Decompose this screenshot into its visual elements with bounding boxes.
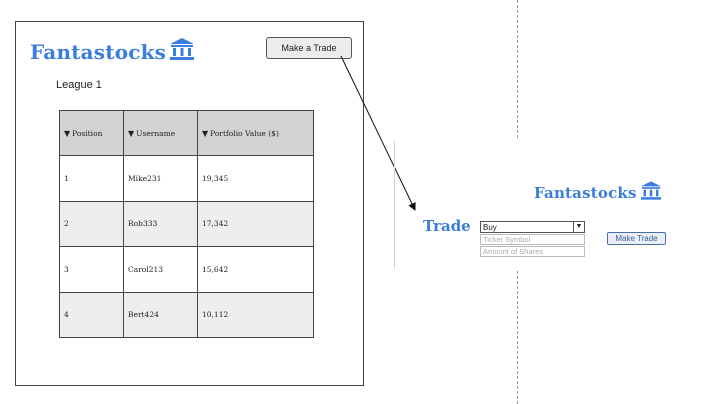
sort-down-icon: ▼ bbox=[64, 128, 71, 138]
brand-logo: Fantastocks bbox=[534, 180, 661, 205]
screen-divider bbox=[394, 141, 395, 269]
cell-portfolio-value: 19,345 bbox=[197, 155, 314, 202]
cell-portfolio-value: 10,112 bbox=[197, 291, 314, 338]
table-row: 1 Mike231 19,345 bbox=[59, 155, 314, 202]
cell-position: 3 bbox=[59, 246, 124, 293]
dashed-separator bbox=[517, 271, 518, 404]
cell-position: 4 bbox=[59, 291, 124, 338]
trade-heading: Trade bbox=[423, 217, 471, 235]
column-header-portfolio-value[interactable]: ▼Portfolio Value ($) bbox=[197, 110, 314, 156]
league-title: League 1 bbox=[56, 79, 102, 91]
make-a-trade-button[interactable]: Make a Trade bbox=[266, 37, 352, 59]
table-row: 4 Bert424 10,112 bbox=[59, 291, 314, 338]
bank-icon bbox=[640, 180, 661, 205]
buy-sell-select[interactable]: Buy ▼ bbox=[480, 221, 585, 233]
cell-position: 2 bbox=[59, 200, 124, 247]
ticker-symbol-input[interactable]: Ticker Symbol bbox=[480, 234, 585, 245]
brand-logo: Fantastocks bbox=[30, 38, 195, 65]
cell-portfolio-value: 17,342 bbox=[197, 200, 314, 247]
cell-position: 1 bbox=[59, 155, 124, 202]
cell-username: Rob333 bbox=[123, 200, 198, 247]
select-value: Buy bbox=[483, 223, 497, 232]
cell-username: Carol213 bbox=[123, 246, 198, 293]
table-row: 3 Carol213 15,642 bbox=[59, 246, 314, 293]
table-row: 2 Rob333 17,342 bbox=[59, 200, 314, 247]
dropdown-arrow-icon[interactable]: ▼ bbox=[573, 221, 584, 233]
share-amount-input[interactable]: Amount of Shares bbox=[480, 246, 585, 257]
standings-table: ▼Position ▼Username ▼Portfolio Value ($)… bbox=[59, 110, 314, 338]
cell-portfolio-value: 15,642 bbox=[197, 246, 314, 293]
sort-down-icon: ▼ bbox=[128, 128, 135, 138]
brand-name: Fantastocks bbox=[30, 40, 167, 64]
make-trade-button[interactable]: Make Trade bbox=[607, 232, 666, 245]
bank-icon bbox=[170, 38, 195, 65]
sort-down-icon: ▼ bbox=[202, 128, 209, 138]
brand-name: Fantastocks bbox=[534, 184, 637, 202]
dashed-separator bbox=[517, 0, 518, 138]
table-header-row: ▼Position ▼Username ▼Portfolio Value ($) bbox=[59, 110, 314, 156]
column-header-position[interactable]: ▼Position bbox=[59, 110, 124, 156]
column-header-username[interactable]: ▼Username bbox=[123, 110, 198, 156]
